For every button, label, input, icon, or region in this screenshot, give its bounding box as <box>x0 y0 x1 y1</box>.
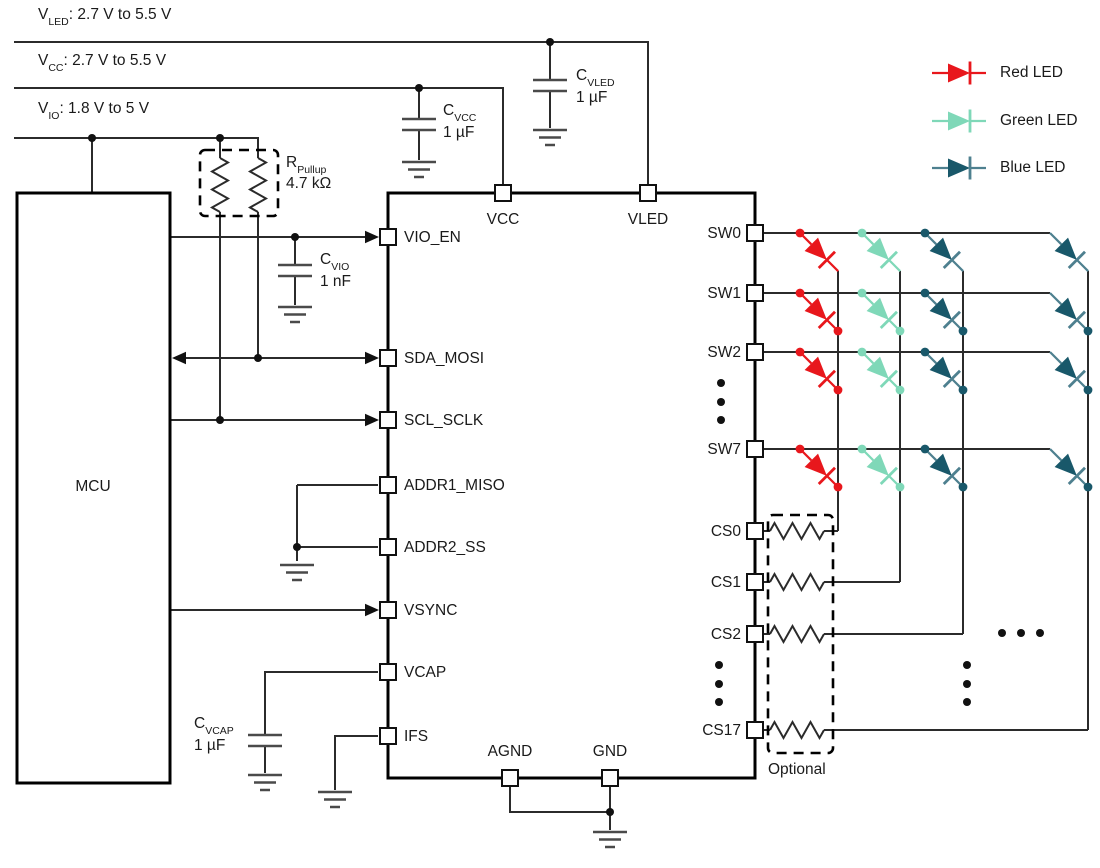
pin-sq-sw7 <box>746 440 764 458</box>
rpullup-label: RPullup <box>286 154 327 177</box>
legend-label-blue: Blue LED <box>1000 159 1066 176</box>
cvled-capacitor-icon <box>531 78 569 93</box>
signal-wires <box>170 42 611 830</box>
pin-label-sw1: SW1 <box>707 285 741 302</box>
pullup-optional-box <box>198 148 280 218</box>
pin-sq-vled <box>639 184 657 202</box>
junction-dots <box>88 38 614 816</box>
pin-sq-cs2 <box>746 625 764 643</box>
pin-sq-cs0 <box>746 522 764 540</box>
rail-label-vio: VIO: 1.8 V to 5 V <box>38 100 150 123</box>
led-matrix-wires <box>763 232 1089 731</box>
ellipsis-dots <box>715 379 1044 706</box>
pin-sq-scl-sclk <box>379 411 397 429</box>
cvcc-label: CVCC <box>443 102 477 125</box>
pin-sq-cs17 <box>746 721 764 739</box>
pin-sq-agnd <box>501 769 519 787</box>
rail-label-vcc: VCC: 2.7 V to 5.5 V <box>38 52 167 75</box>
mcu-box <box>15 191 172 785</box>
pin-sq-vio-en <box>379 228 397 246</box>
pin-label-sw7: SW7 <box>707 441 741 458</box>
cvio-value: 1 nF <box>320 273 352 290</box>
pin-sq-vsync <box>379 601 397 619</box>
pin-sq-sda-mosi <box>379 349 397 367</box>
legend-icons <box>930 60 988 181</box>
blue-led-icon <box>930 155 988 181</box>
ground-icon <box>276 305 314 324</box>
ground-icon <box>531 128 569 147</box>
ground-icon <box>400 160 438 179</box>
pin-sq-cs1 <box>746 573 764 591</box>
pin-sq-sw0 <box>746 224 764 242</box>
pin-sq-sw2 <box>746 343 764 361</box>
ground-icon <box>278 563 316 582</box>
pin-sq-addr1-miso <box>379 476 397 494</box>
pin-label-ifs: IFS <box>404 728 429 745</box>
cvled-label: CVLED <box>576 67 615 90</box>
pin-sq-addr2-ss <box>379 538 397 556</box>
cvcc-capacitor-icon <box>400 117 438 132</box>
pin-label-agnd: AGND <box>487 743 533 760</box>
cvcap-capacitor-icon <box>246 733 284 748</box>
ground-icon <box>316 790 354 809</box>
optional-label: Optional <box>768 761 826 778</box>
pin-sq-vcc <box>494 184 512 202</box>
pin-label-gnd: GND <box>592 743 628 760</box>
pin-label-vio-en: VIO_EN <box>404 229 461 246</box>
cs-resistor-optional-box <box>766 513 835 755</box>
pin-sq-vcap <box>379 663 397 681</box>
led-anode-dots <box>795 228 930 454</box>
pin-label-cs2: CS2 <box>710 626 741 643</box>
cvcap-value: 1 µF <box>194 737 226 754</box>
ic-pin-squares <box>379 184 764 787</box>
cvcap-label: CVCAP <box>194 715 234 738</box>
pin-label-scl-sclk: SCL_SCLK <box>404 412 484 429</box>
cvio-label: CVIO <box>320 251 350 274</box>
pullup-resistors <box>211 157 267 213</box>
cvio-capacitor-icon <box>276 263 314 278</box>
rail-label-vled: VLED: 2.7 V to 5.5 V <box>38 6 172 29</box>
ground-icon <box>246 773 284 792</box>
pin-sq-gnd <box>601 769 619 787</box>
ground-icon <box>591 830 629 849</box>
cvcc-value: 1 µF <box>443 124 475 141</box>
mcu-label: MCU <box>75 478 111 495</box>
pin-label-cs0: CS0 <box>710 523 741 540</box>
pin-label-cs17: CS17 <box>702 722 741 739</box>
led-cathode-dots <box>833 326 1093 492</box>
pin-sq-ifs <box>379 727 397 745</box>
pin-label-vled: VLED <box>627 211 669 228</box>
green-led-icon <box>930 108 988 134</box>
cvled-value: 1 µF <box>576 89 608 106</box>
legend-label-green: Green LED <box>1000 112 1078 129</box>
blue-led-icon <box>1040 223 1098 281</box>
legend-label-red: Red LED <box>1000 64 1063 81</box>
pin-label-cs1: CS1 <box>710 574 741 591</box>
pin-label-vcc: VCC <box>486 211 520 228</box>
pin-label-addr2-ss: ADDR2_SS <box>404 539 486 556</box>
pin-label-addr1-miso: ADDR1_MISO <box>404 477 505 494</box>
pin-label-vsync: VSYNC <box>404 602 458 619</box>
pin-label-sw0: SW0 <box>707 225 741 242</box>
pin-label-sda-mosi: SDA_MOSI <box>404 350 485 367</box>
red-led-icon <box>930 60 988 86</box>
pin-label-vcap: VCAP <box>404 664 447 681</box>
cs-resistors <box>769 522 825 739</box>
rpullup-value: 4.7 kΩ <box>286 175 332 192</box>
pin-label-sw2: SW2 <box>707 344 741 361</box>
pin-sq-sw1 <box>746 284 764 302</box>
